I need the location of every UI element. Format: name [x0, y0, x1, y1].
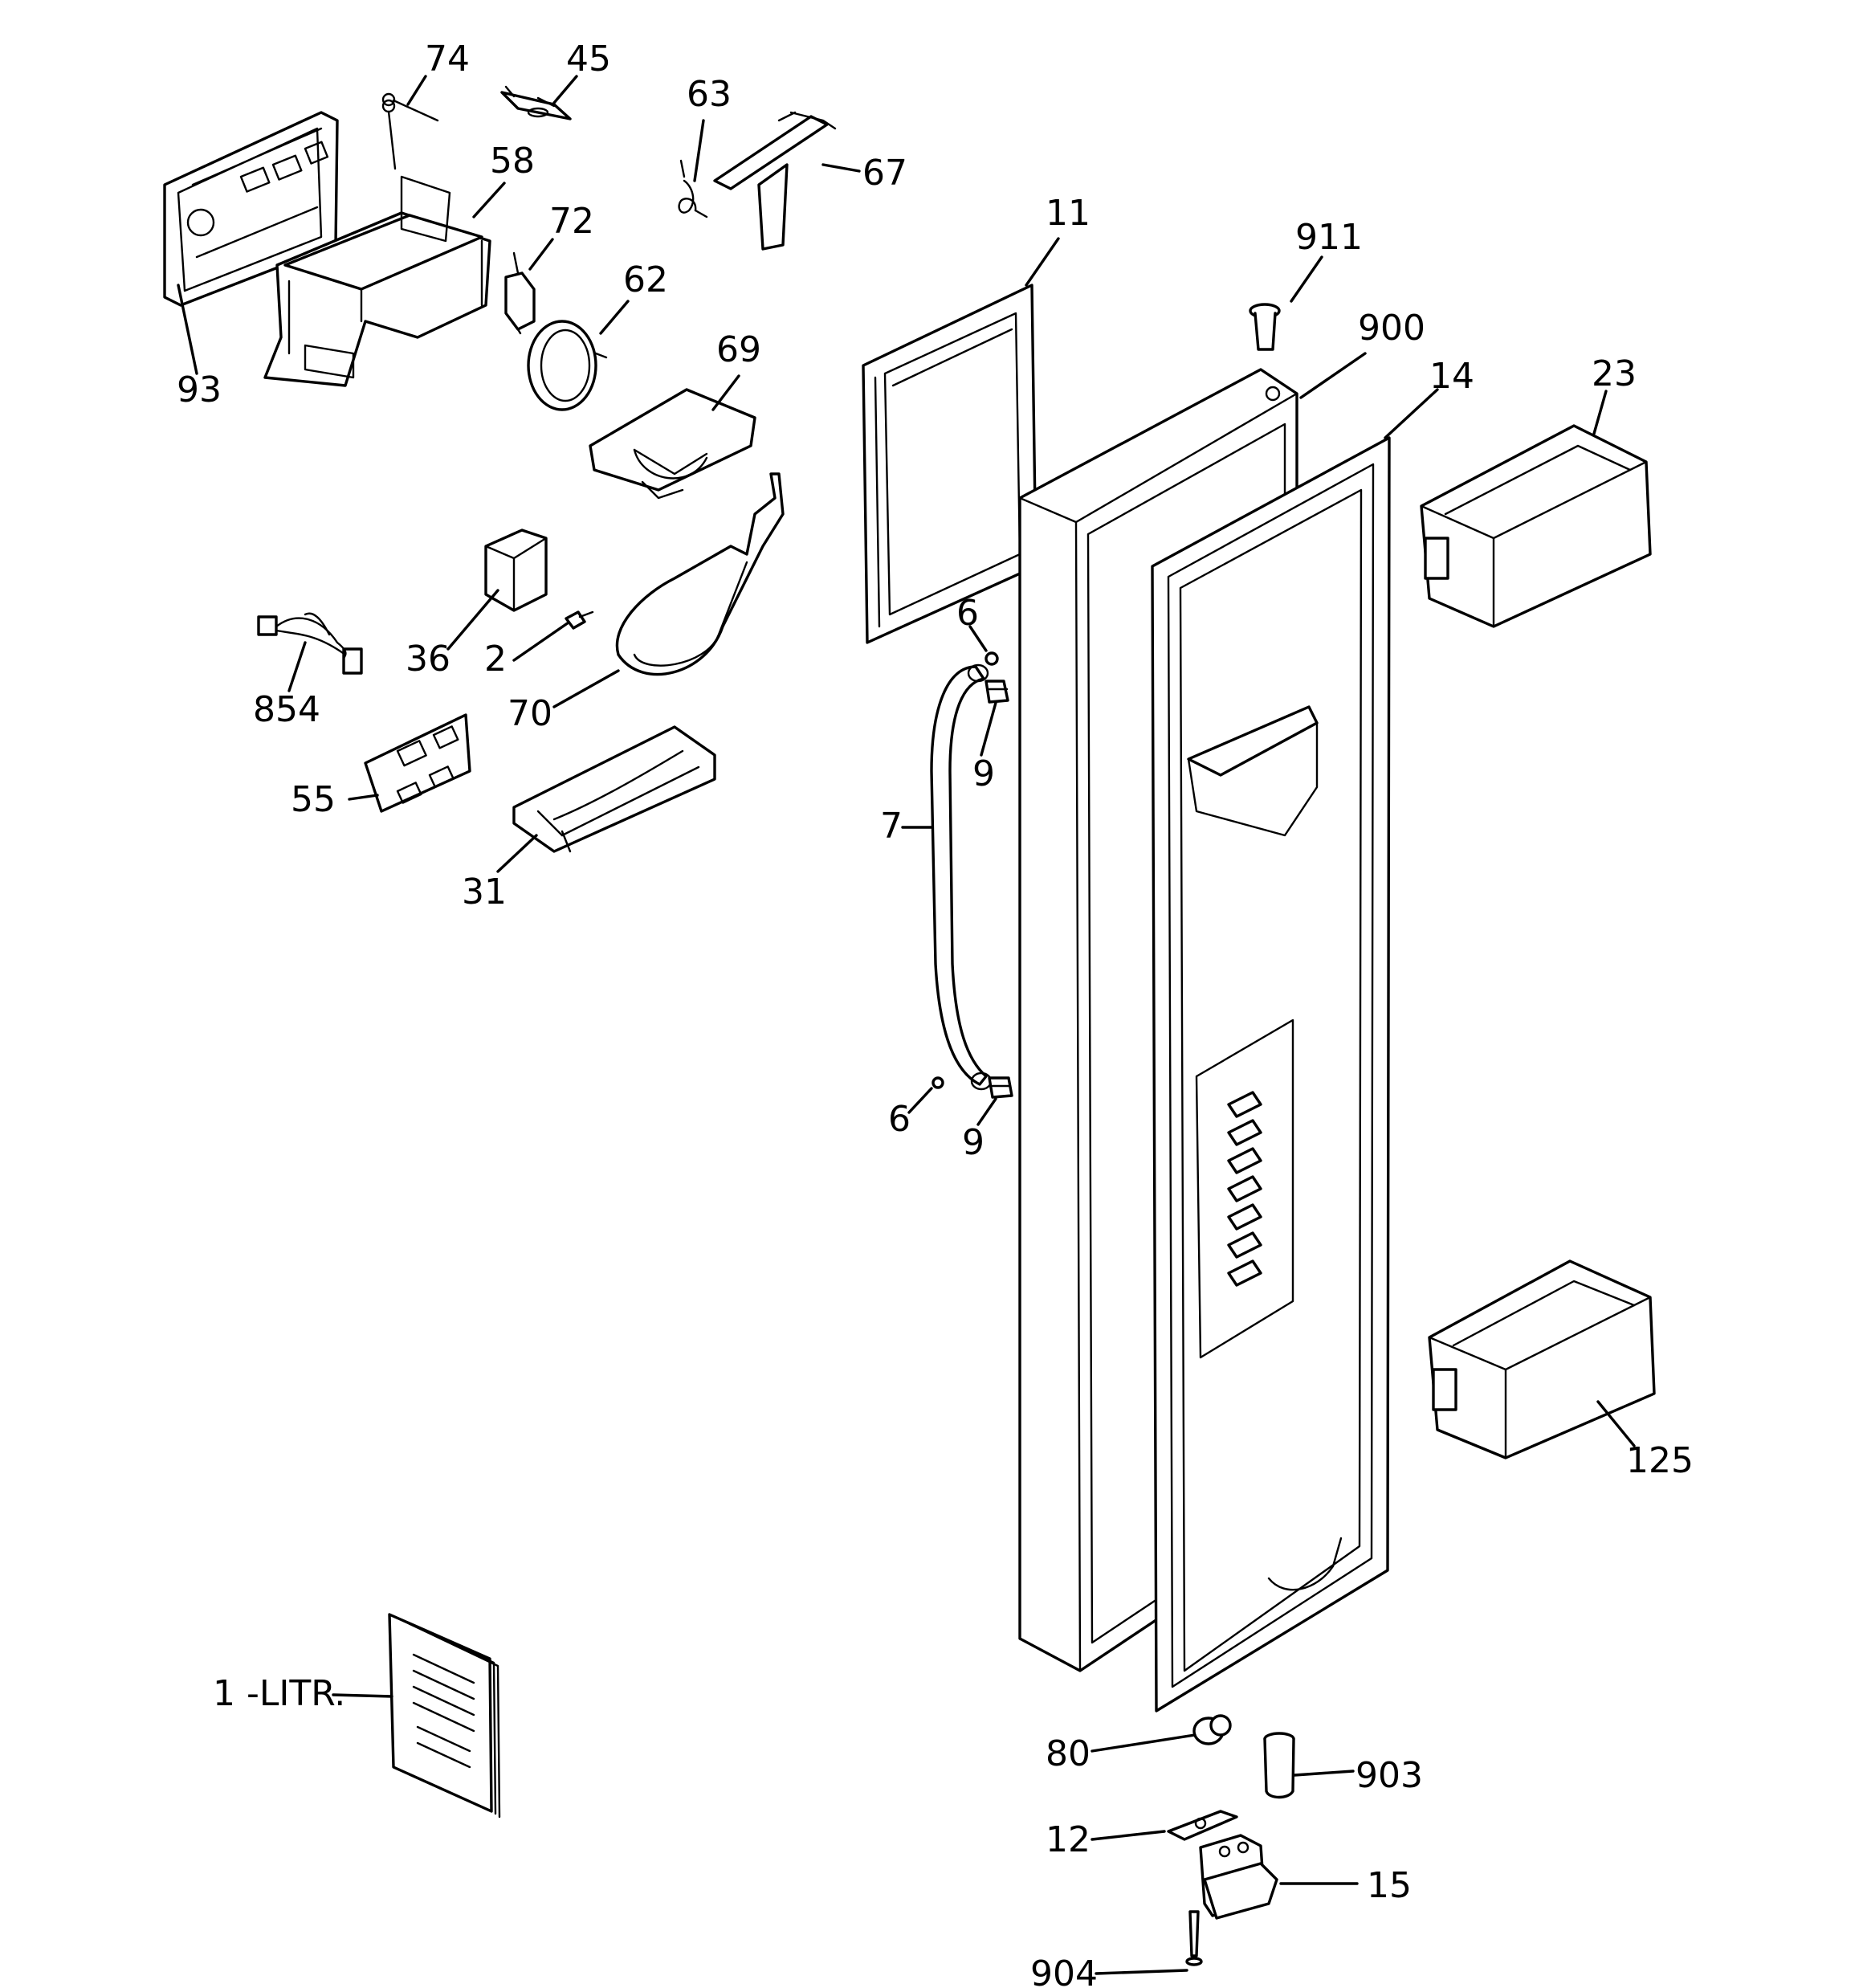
callout-6-lower: 6	[888, 1099, 911, 1140]
part-9-handle-stud-lower	[988, 1076, 1013, 1099]
part-31-drip-tray	[512, 725, 716, 853]
callout-63: 63	[687, 74, 732, 115]
callout-1-litr: 1 -LITR.	[213, 1673, 345, 1714]
callout-854: 854	[253, 689, 320, 730]
callout-911: 911	[1295, 217, 1363, 258]
callout-900: 900	[1358, 308, 1425, 349]
callout-125: 125	[1626, 1440, 1694, 1481]
callout-31: 31	[462, 872, 507, 912]
callout-55: 55	[291, 779, 336, 820]
part-911-bushing	[1249, 303, 1281, 351]
callout-labels: 74 45 63 67 58 72 62 93 69 11 911 900 14…	[177, 39, 1694, 1988]
part-2-screw	[565, 610, 594, 630]
callout-80: 80	[1046, 1733, 1090, 1774]
part-6-set-screw-lower	[932, 1076, 944, 1089]
part-63-spring	[678, 159, 708, 218]
part-67-shaft	[713, 111, 837, 251]
part-125-door-bin	[1428, 1259, 1656, 1459]
callout-9-lower: 9	[962, 1122, 984, 1163]
part-9-handle-stud-upper	[984, 680, 1009, 704]
callout-6-upper: 6	[956, 593, 979, 634]
callout-12: 12	[1046, 1819, 1090, 1860]
part-11-dispenser-frame	[862, 284, 1037, 644]
part-58-housing	[263, 175, 491, 387]
part-55-panel	[364, 713, 471, 813]
part-72-switch	[504, 251, 536, 335]
part-903-bushing	[1263, 1732, 1295, 1799]
callout-14: 14	[1429, 356, 1474, 397]
callout-7: 7	[880, 806, 903, 847]
part-854-wire-harness	[257, 612, 363, 675]
part-70-actuator-arm	[615, 472, 785, 676]
callout-69: 69	[716, 329, 761, 370]
part-74-spring	[381, 92, 439, 170]
callout-45: 45	[566, 39, 611, 80]
callout-93: 93	[177, 369, 222, 410]
callout-58: 58	[490, 141, 535, 182]
part-6-set-screw-upper	[984, 651, 999, 666]
callout-62: 62	[623, 259, 668, 300]
callout-74: 74	[425, 39, 470, 80]
callout-903: 903	[1355, 1755, 1423, 1796]
callout-72: 72	[549, 201, 594, 242]
callout-11: 11	[1046, 193, 1090, 234]
part-15-hinge	[1199, 1834, 1278, 1920]
callout-15: 15	[1367, 1865, 1412, 1906]
callout-70: 70	[508, 693, 552, 734]
part-12-shim	[1167, 1810, 1238, 1841]
callout-9-upper: 9	[972, 753, 995, 794]
callout-904: 904	[1030, 1953, 1098, 1988]
part-14-gasket	[1151, 436, 1391, 1712]
part-1-literature-booklet	[388, 1613, 501, 1819]
part-80-plug	[1192, 1714, 1232, 1745]
part-62-ring	[527, 320, 608, 411]
leader-lines	[177, 75, 1636, 1975]
part-7-handle	[930, 663, 993, 1091]
callout-67: 67	[862, 153, 907, 194]
part-23-door-bin	[1420, 424, 1652, 628]
part-69-funnel	[589, 388, 756, 500]
part-36-bracket	[484, 529, 548, 612]
callout-2: 2	[484, 639, 507, 680]
part-904-screw	[1185, 1910, 1203, 1966]
callout-36: 36	[406, 639, 450, 680]
callout-23: 23	[1592, 353, 1637, 394]
part-45-bracket	[500, 85, 572, 120]
